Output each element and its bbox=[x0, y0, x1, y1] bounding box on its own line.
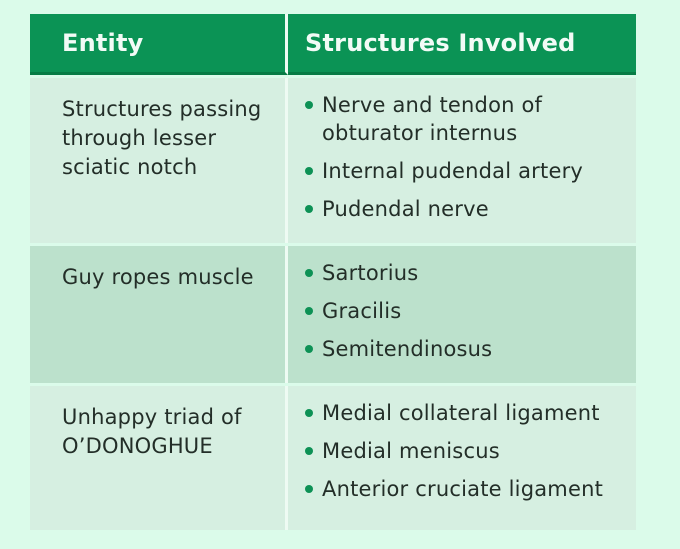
structure-label: Gracilis bbox=[322, 299, 402, 323]
list-item: Medial collateral ligament bbox=[305, 399, 626, 427]
table-row: Unhappy triad of O’DONOGHUE Medial colla… bbox=[30, 386, 636, 530]
table-row: Structures passing through lesser sciati… bbox=[30, 78, 636, 243]
header-cell-structures: Structures Involved bbox=[288, 14, 636, 75]
structure-label: Medial meniscus bbox=[322, 439, 500, 463]
list-item: Gracilis bbox=[305, 297, 626, 325]
structures-list: Nerve and tendon of obturator internus I… bbox=[305, 78, 626, 243]
structures-list: Medial collateral ligament Medial menisc… bbox=[305, 386, 626, 523]
bullet-dot bbox=[305, 167, 313, 175]
bullet-dot bbox=[305, 307, 313, 315]
bullet-dot bbox=[305, 205, 313, 213]
list-item: Internal pudendal artery bbox=[305, 157, 626, 185]
structures-list: Sartorius Gracilis Semitendinosus bbox=[305, 246, 626, 383]
structure-label: Nerve and tendon of obturator internus bbox=[322, 93, 543, 145]
bullet-dot bbox=[305, 269, 313, 277]
structure-label: Pudendal nerve bbox=[322, 197, 489, 221]
entity-cell: Guy ropes muscle bbox=[30, 246, 288, 383]
header-cell-entity: Entity bbox=[30, 14, 288, 75]
bullet-dot bbox=[305, 485, 313, 493]
structure-label: Medial collateral ligament bbox=[322, 401, 600, 425]
structure-label: Semitendinosus bbox=[322, 337, 493, 361]
bullet-dot bbox=[305, 447, 313, 455]
structures-cell: Medial collateral ligament Medial menisc… bbox=[288, 386, 636, 530]
structures-cell: Sartorius Gracilis Semitendinosus bbox=[288, 246, 636, 383]
structure-label: Internal pudendal artery bbox=[322, 159, 584, 183]
structure-label: Sartorius bbox=[322, 261, 419, 285]
list-item: Pudendal nerve bbox=[305, 195, 626, 223]
column-header-structures: Structures Involved bbox=[305, 29, 576, 57]
bullet-dot bbox=[305, 345, 313, 353]
list-item: Sartorius bbox=[305, 259, 626, 287]
entity-label: Structures passing through lesser sciati… bbox=[62, 97, 262, 179]
list-item: Nerve and tendon of obturator internus bbox=[305, 91, 626, 147]
entity-cell: Structures passing through lesser sciati… bbox=[30, 78, 288, 243]
list-item: Medial meniscus bbox=[305, 437, 626, 465]
list-item: Anterior cruciate ligament bbox=[305, 475, 626, 503]
list-item: Semitendinosus bbox=[305, 335, 626, 363]
entity-structures-table: Entity Structures Involved Structures pa… bbox=[30, 14, 636, 530]
structures-cell: Nerve and tendon of obturator internus I… bbox=[288, 78, 636, 243]
bullet-dot bbox=[305, 101, 313, 109]
entity-cell: Unhappy triad of O’DONOGHUE bbox=[30, 386, 288, 530]
bullet-dot bbox=[305, 409, 313, 417]
column-header-entity: Entity bbox=[62, 29, 144, 57]
table-header-row: Entity Structures Involved bbox=[30, 14, 636, 75]
table-row: Guy ropes muscle Sartorius Gracilis Semi… bbox=[30, 246, 636, 383]
entity-label: Unhappy triad of O’DONOGHUE bbox=[62, 405, 242, 458]
structure-label: Anterior cruciate ligament bbox=[322, 477, 604, 501]
entity-label: Guy ropes muscle bbox=[62, 265, 254, 289]
